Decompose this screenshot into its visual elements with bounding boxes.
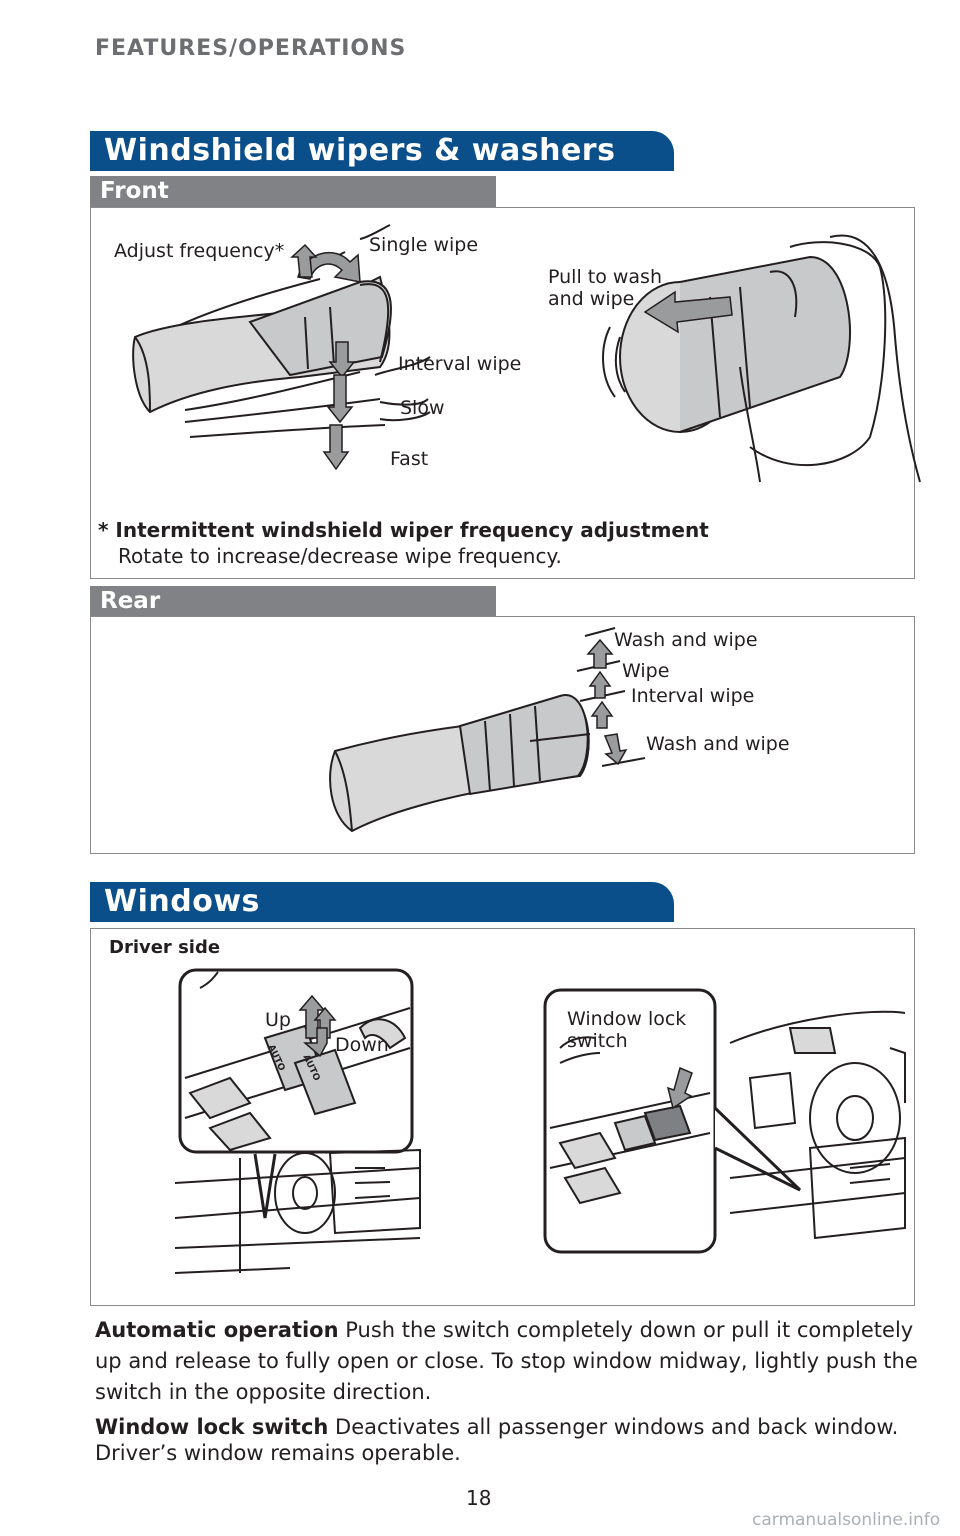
label-rear-interval: Interval wipe bbox=[631, 686, 754, 707]
windows-banner-title: Windows bbox=[104, 884, 260, 919]
window-lock-paragraph: Window lock switch Deactivates all passe… bbox=[95, 1414, 920, 1466]
label-fast: Fast bbox=[390, 449, 428, 470]
label-adjust-frequency: Adjust frequency* bbox=[114, 241, 284, 262]
watermark: carmanualsonline.info bbox=[752, 1510, 940, 1530]
windows-illustration bbox=[90, 928, 915, 1306]
window-lock-title: Window lock switch bbox=[95, 1415, 328, 1439]
windows-banner: Windows bbox=[90, 882, 674, 922]
label-pull-to-wash-line2: and wipe bbox=[548, 289, 634, 310]
label-rear-wash-bottom: Wash and wipe bbox=[646, 734, 790, 755]
automatic-operation-title: Automatic operation bbox=[95, 1318, 339, 1342]
front-subbar: Front bbox=[90, 176, 496, 207]
wiper-note-title: * Intermittent windshield wiper frequenc… bbox=[98, 518, 709, 542]
label-up: Up bbox=[265, 1010, 291, 1031]
wipers-banner-title: Windshield wipers & washers bbox=[104, 133, 615, 168]
label-interval-wipe: Interval wipe bbox=[398, 354, 521, 375]
label-rear-wipe: Wipe bbox=[622, 661, 669, 682]
wipers-banner: Windshield wipers & washers bbox=[90, 131, 674, 171]
page-number: 18 bbox=[466, 1486, 491, 1510]
rear-label: Rear bbox=[100, 588, 160, 614]
page-section-title: FEATURES/OPERATIONS bbox=[95, 36, 406, 61]
label-window-lock-line1: Window lock bbox=[567, 1009, 686, 1030]
wiper-note-text: Rotate to increase/decrease wipe frequen… bbox=[118, 544, 562, 568]
label-rear-wash-top: Wash and wipe bbox=[614, 630, 758, 651]
automatic-operation-paragraph: Automatic operation Push the switch comp… bbox=[95, 1315, 920, 1408]
rear-wiper-illustration bbox=[90, 616, 915, 854]
front-label: Front bbox=[100, 178, 169, 204]
label-single-wipe: Single wipe bbox=[369, 235, 478, 256]
label-window-lock-line2: switch bbox=[567, 1031, 628, 1052]
label-pull-to-wash-line1: Pull to wash bbox=[548, 267, 662, 288]
label-slow: Slow bbox=[400, 398, 445, 419]
label-down: Down bbox=[335, 1035, 389, 1056]
rear-subbar: Rear bbox=[90, 586, 496, 616]
